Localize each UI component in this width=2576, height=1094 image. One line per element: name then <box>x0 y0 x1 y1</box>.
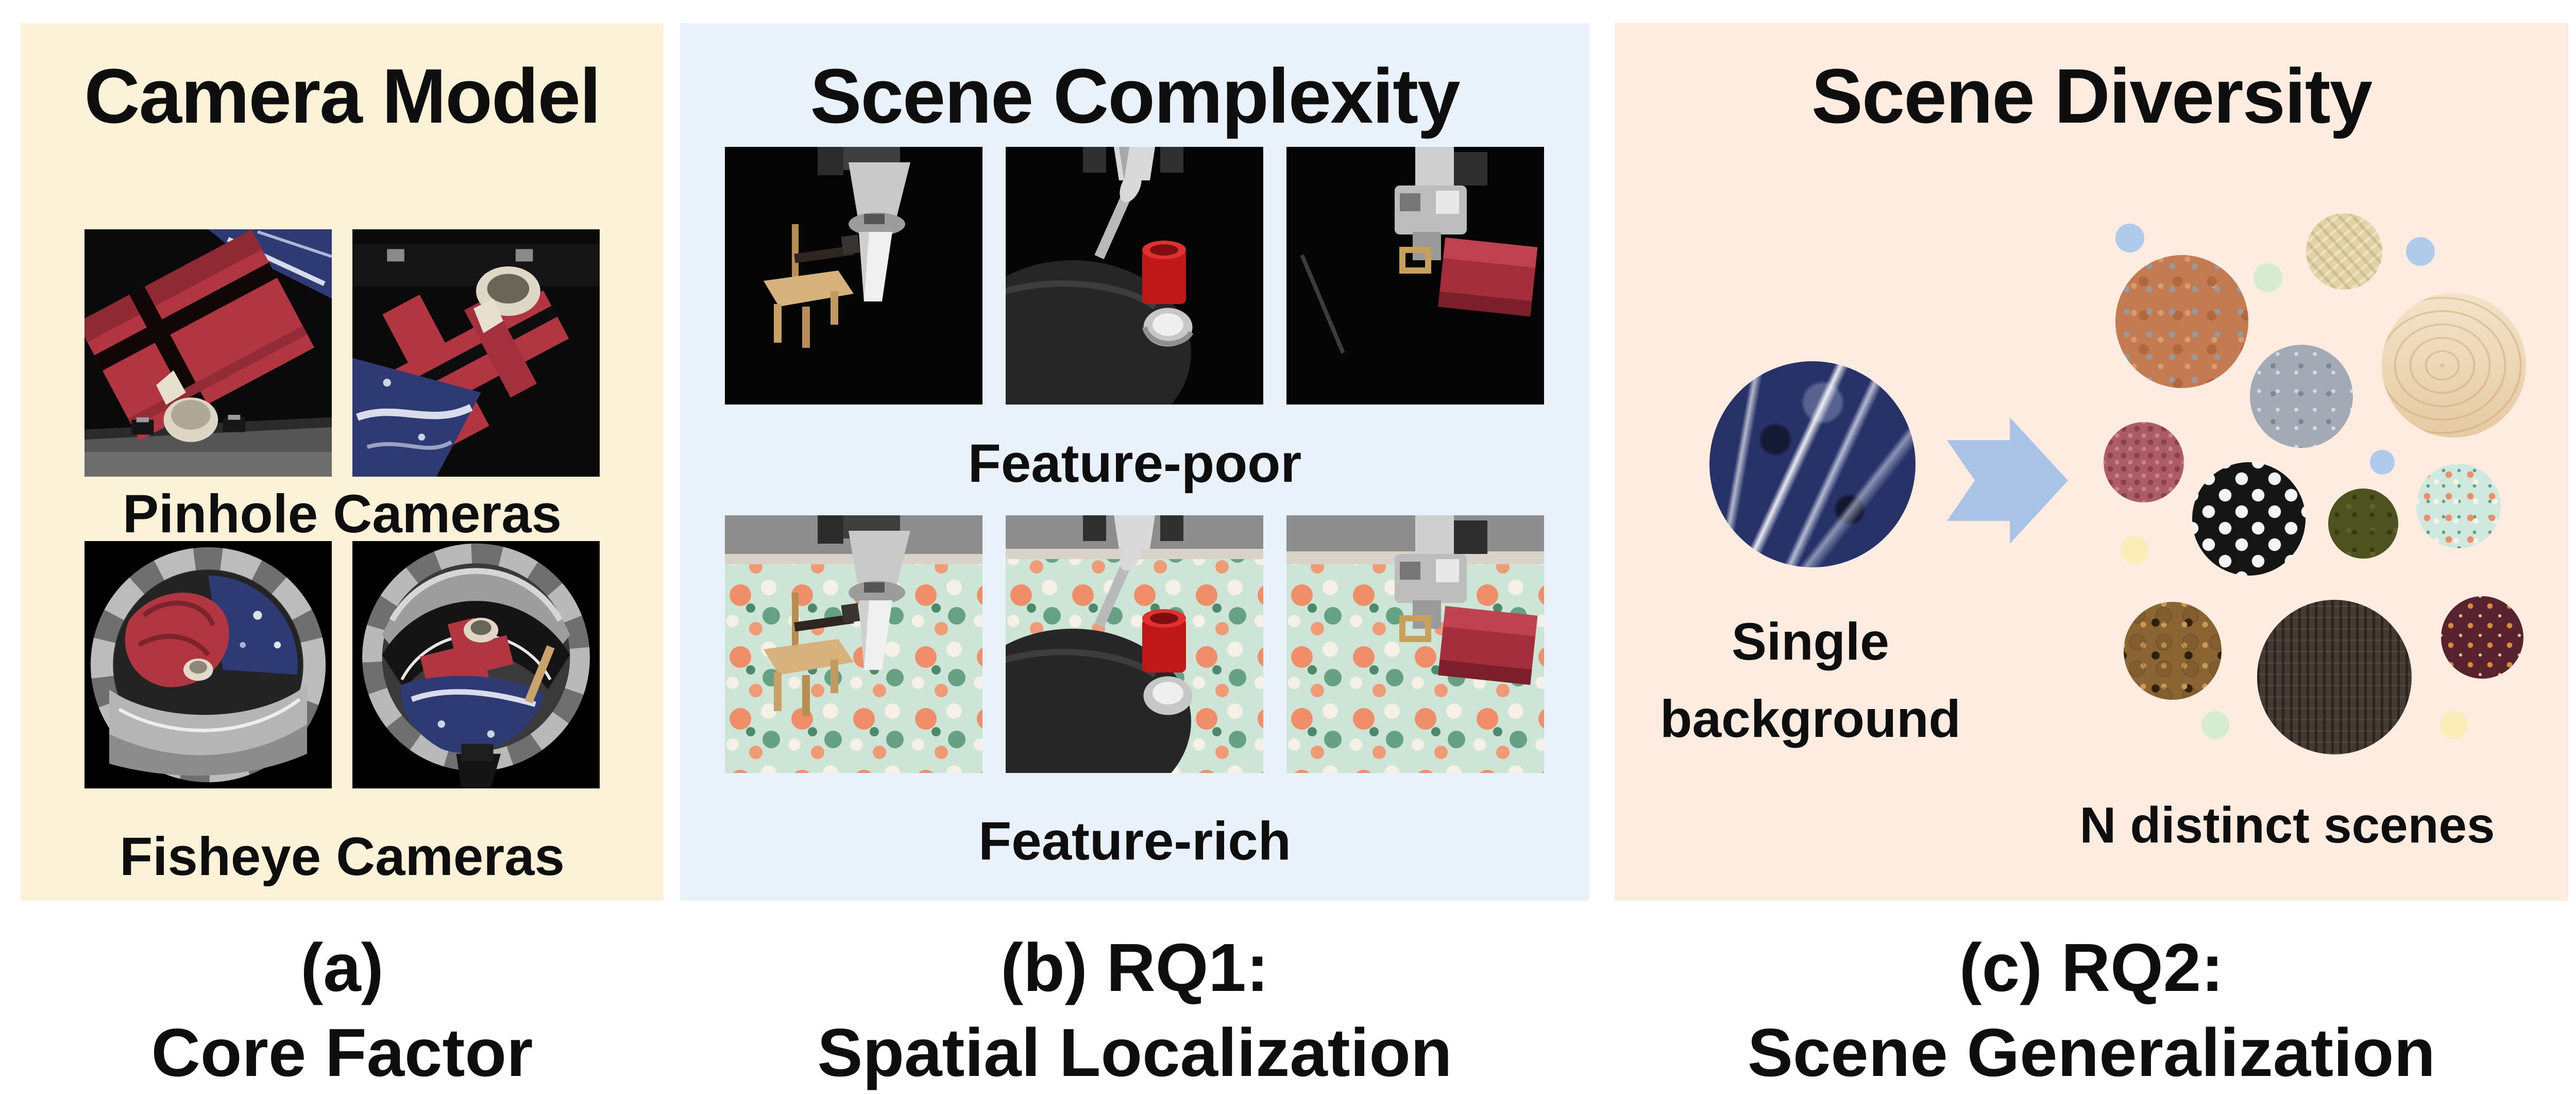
scene-texture-circle-light-wood <box>2382 293 2526 437</box>
scene-texture-circle-dark-wood <box>2257 600 2412 754</box>
scene-texture-circle-gray-felt <box>2250 345 2353 448</box>
arrow-right-icon <box>1947 417 2068 544</box>
panel-a-title: Camera Model <box>84 53 601 139</box>
accent-dot-yellow <box>2440 711 2468 739</box>
single-background-label: Single background <box>1660 612 1961 748</box>
panel-scene-complexity: Scene Complexity <box>680 23 1589 901</box>
scene-texture-circle-orange-granite <box>2115 255 2248 388</box>
feature-poor-image-3 <box>1286 147 1544 405</box>
fisheye-camera-image-1 <box>84 541 332 788</box>
n-distinct-scenes-label: N distinct scenes <box>2079 797 2495 853</box>
pinhole-camera-image-2 <box>352 229 600 477</box>
feature-rich-image-3 <box>1286 515 1544 773</box>
accent-dot-yellow <box>2121 536 2148 564</box>
caption-a-line1: (a) <box>300 930 384 1005</box>
accent-dot-green <box>2253 263 2282 292</box>
panel-camera-model: Camera Model <box>21 23 664 901</box>
caption-a-line2: Core Factor <box>151 1015 533 1090</box>
caption-a: (a) Core Factor <box>21 925 664 1094</box>
scene-texture-circle-maroon-pattern <box>2441 596 2523 679</box>
caption-c-line1: (c) RQ2: <box>1959 930 2224 1005</box>
feature-poor-image-1 <box>725 147 982 405</box>
feature-rich-caption: Feature-rich <box>978 811 1291 871</box>
feature-rich-image-1 <box>725 515 982 773</box>
caption-c: (c) RQ2: Scene Generalization <box>1615 925 2568 1094</box>
fisheye-caption: Fisheye Cameras <box>120 827 565 887</box>
panel-b-title: Scene Complexity <box>810 53 1460 139</box>
scene-texture-circle-bw-pattern <box>2192 462 2306 576</box>
scene-texture-circle-brown-granite <box>2124 602 2222 700</box>
accent-dot-blue <box>2406 237 2435 266</box>
feature-rich-image-2 <box>1006 515 1263 773</box>
panel-scene-diversity: Scene Diversity Single background <box>1615 23 2568 901</box>
single-background-marble-circle <box>1709 361 1916 567</box>
caption-c-line2: Scene Generalization <box>1747 1015 2436 1090</box>
scene-texture-circle-maroon-fabric <box>2104 422 2184 502</box>
accent-dot-blue <box>2370 450 2395 475</box>
feature-poor-image-2 <box>1006 147 1263 405</box>
feature-poor-caption: Feature-poor <box>968 433 1302 494</box>
scene-texture-circle-tan <box>2306 213 2382 290</box>
panel-c-title: Scene Diversity <box>1811 53 2372 139</box>
pinhole-caption: Pinhole Cameras <box>123 484 562 544</box>
caption-b: (b) RQ1: Spatial Localization <box>680 925 1589 1094</box>
caption-b-line1: (b) RQ1: <box>1001 930 1269 1005</box>
scene-texture-circle-teal-floral <box>2416 464 2501 548</box>
accent-dot-green <box>2201 711 2229 739</box>
fisheye-camera-image-2 <box>352 541 600 788</box>
pinhole-camera-image-1 <box>84 229 332 477</box>
scene-texture-circle-olive <box>2328 489 2398 559</box>
caption-b-line2: Spatial Localization <box>817 1015 1452 1090</box>
accent-dot-blue <box>2115 224 2144 253</box>
